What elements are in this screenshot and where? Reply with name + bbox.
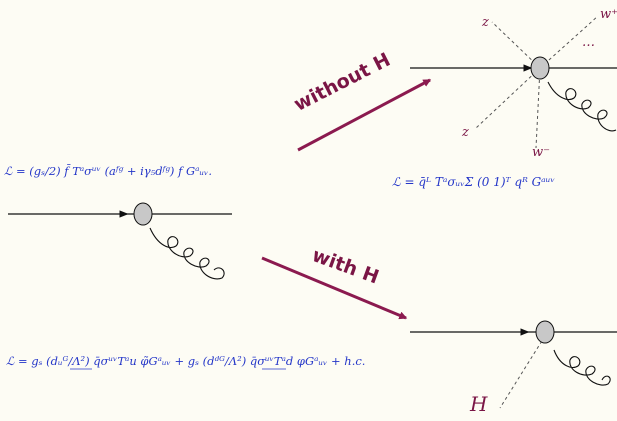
w-minus-label: w⁻ — [532, 145, 550, 160]
with-h-arrow — [261, 256, 408, 320]
without-h-arrow — [297, 78, 432, 152]
w-minus-line — [535, 67, 541, 149]
z-label-top: z — [482, 15, 489, 30]
z-boson-bottom — [475, 67, 541, 129]
without-h-lagrangian: ℒ = q̄ᴸ TᵃσᵤᵥΣ (0 1)ᵀ qᴿ Gᵃᵘᵛ — [392, 175, 555, 189]
w-plus-line — [539, 15, 599, 69]
top-right-feynman-diagram — [410, 15, 617, 149]
higgs-line — [499, 335, 546, 409]
vertex-blob — [133, 202, 153, 226]
left-feynman-diagram — [8, 202, 232, 280]
vertex-blob — [535, 320, 555, 344]
higgs-label: H — [470, 392, 488, 416]
vertex-blob — [530, 56, 550, 80]
bottom-right-feynman-diagram — [410, 320, 617, 409]
z-boson-top — [491, 21, 541, 69]
gluon-line — [547, 81, 617, 132]
with-h-lagrangian: ℒ = gₛ (dᵤᴳ/Λ²) q̄σᵘᵛTᵃu φ̃Gᵃᵤᵥ + gₛ (dᵈ… — [6, 354, 366, 368]
gluon-line — [553, 349, 611, 386]
ellipsis-label: … — [582, 35, 595, 50]
w-plus-label: w⁺ — [600, 7, 617, 22]
gluon-line — [149, 227, 225, 280]
chromo-dipole-lagrangian: ℒ = (gₛ/2) f̄ Tᵃσᵘᵛ (aᶠᵍ + iγ₅dᶠᵍ) f Gᵃᵤ… — [4, 164, 213, 178]
z-label-bottom: z — [462, 125, 469, 140]
